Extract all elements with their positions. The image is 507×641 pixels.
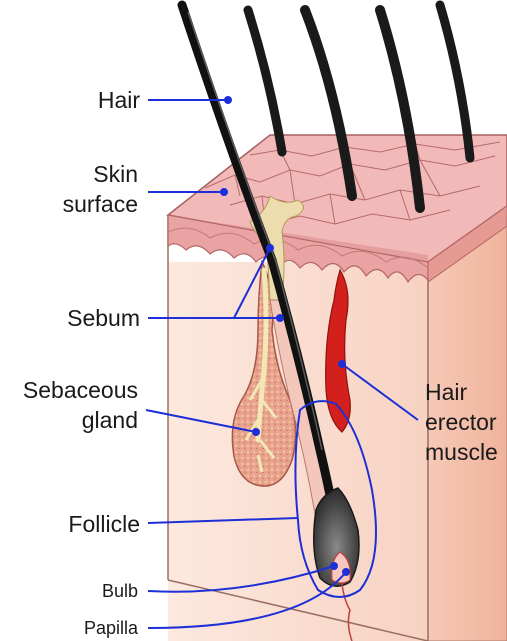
leader-sebum-dot-1 bbox=[266, 244, 274, 252]
background-hair-1 bbox=[248, 10, 282, 152]
label-sebum: Sebum bbox=[67, 305, 140, 331]
label-hair-erector-line3: muscle bbox=[425, 439, 498, 465]
leader-skin-surface-dot bbox=[220, 188, 228, 196]
label-hair-erector-line2: erector bbox=[425, 409, 497, 435]
label-hair: Hair bbox=[98, 87, 141, 113]
leader-sebum-dot-2 bbox=[276, 314, 284, 322]
label-sebaceous-gland-line2: gland bbox=[82, 407, 138, 433]
leader-hair-erector-dot bbox=[338, 360, 346, 368]
leader-sebaceous-gland-dot bbox=[252, 428, 260, 436]
leader-papilla-dot bbox=[342, 568, 350, 576]
label-skin-surface-line2: surface bbox=[63, 191, 138, 217]
label-skin-surface-line1: Skin bbox=[93, 161, 138, 187]
label-follicle: Follicle bbox=[68, 511, 140, 537]
label-papilla: Papilla bbox=[84, 618, 139, 638]
label-hair-erector-line1: Hair bbox=[425, 379, 468, 405]
leader-hair-dot bbox=[224, 96, 232, 104]
label-bulb: Bulb bbox=[102, 581, 138, 601]
leader-bulb-dot bbox=[330, 562, 338, 570]
label-sebaceous-gland-line1: Sebaceous bbox=[23, 377, 138, 403]
